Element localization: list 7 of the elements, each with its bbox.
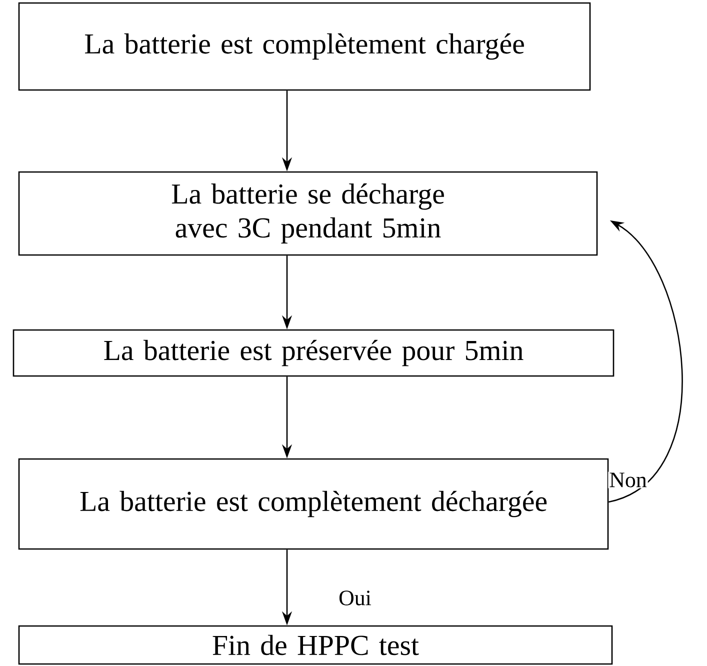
edge-label: Non	[608, 472, 648, 488]
edge-label: Oui	[338, 590, 372, 606]
process-box: Fin de HPPC test	[18, 625, 613, 665]
process-box: La batterie est préservée pour 5min	[12, 329, 614, 377]
process-box: La batterie est complètement chargée	[18, 2, 591, 91]
process-box: La batterie se décharge avec 3C pendant 5min	[18, 171, 598, 256]
process-box: La batterie est complètement déchargée	[18, 458, 609, 550]
